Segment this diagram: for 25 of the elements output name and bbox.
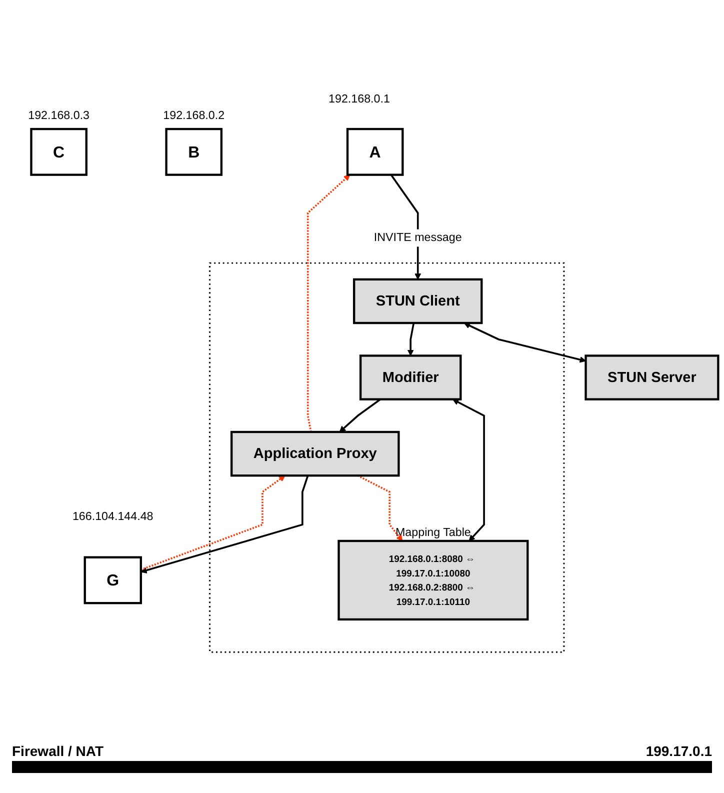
node-label: 192.168.0.2	[163, 109, 225, 122]
node-box: C	[30, 128, 88, 176]
node-box: G	[84, 556, 142, 604]
node-box: Modifier	[359, 354, 462, 400]
node-label: 166.104.144.48	[72, 510, 154, 523]
node-box: B	[165, 128, 223, 176]
edge-label: INVITE message	[374, 231, 462, 244]
node-label: Mapping Table	[395, 526, 471, 540]
node-label: 192.168.0.3	[28, 109, 90, 122]
node-label: 192.168.0.1	[328, 93, 390, 106]
node-box: A	[346, 128, 404, 176]
arrow	[464, 322, 586, 363]
node-box: Application Proxy	[230, 430, 400, 477]
node-box: STUN Server	[584, 354, 720, 400]
arrow	[357, 474, 403, 542]
arrow	[306, 174, 350, 432]
node-box: STUN Client	[353, 278, 483, 324]
node-box: 192.168.0.1:8080 ⇔ 199.17.0.1:10080 192.168.0.2:8800 ⇔ 199.17.0.1:10110	[338, 540, 529, 620]
arrow	[140, 475, 309, 574]
arrow	[140, 475, 286, 571]
arrow	[452, 399, 485, 542]
arrow	[339, 398, 382, 432]
network-label: 199.17.0.1	[646, 743, 712, 759]
arrow	[407, 322, 415, 356]
network-label: Firewall / NAT	[12, 743, 104, 759]
